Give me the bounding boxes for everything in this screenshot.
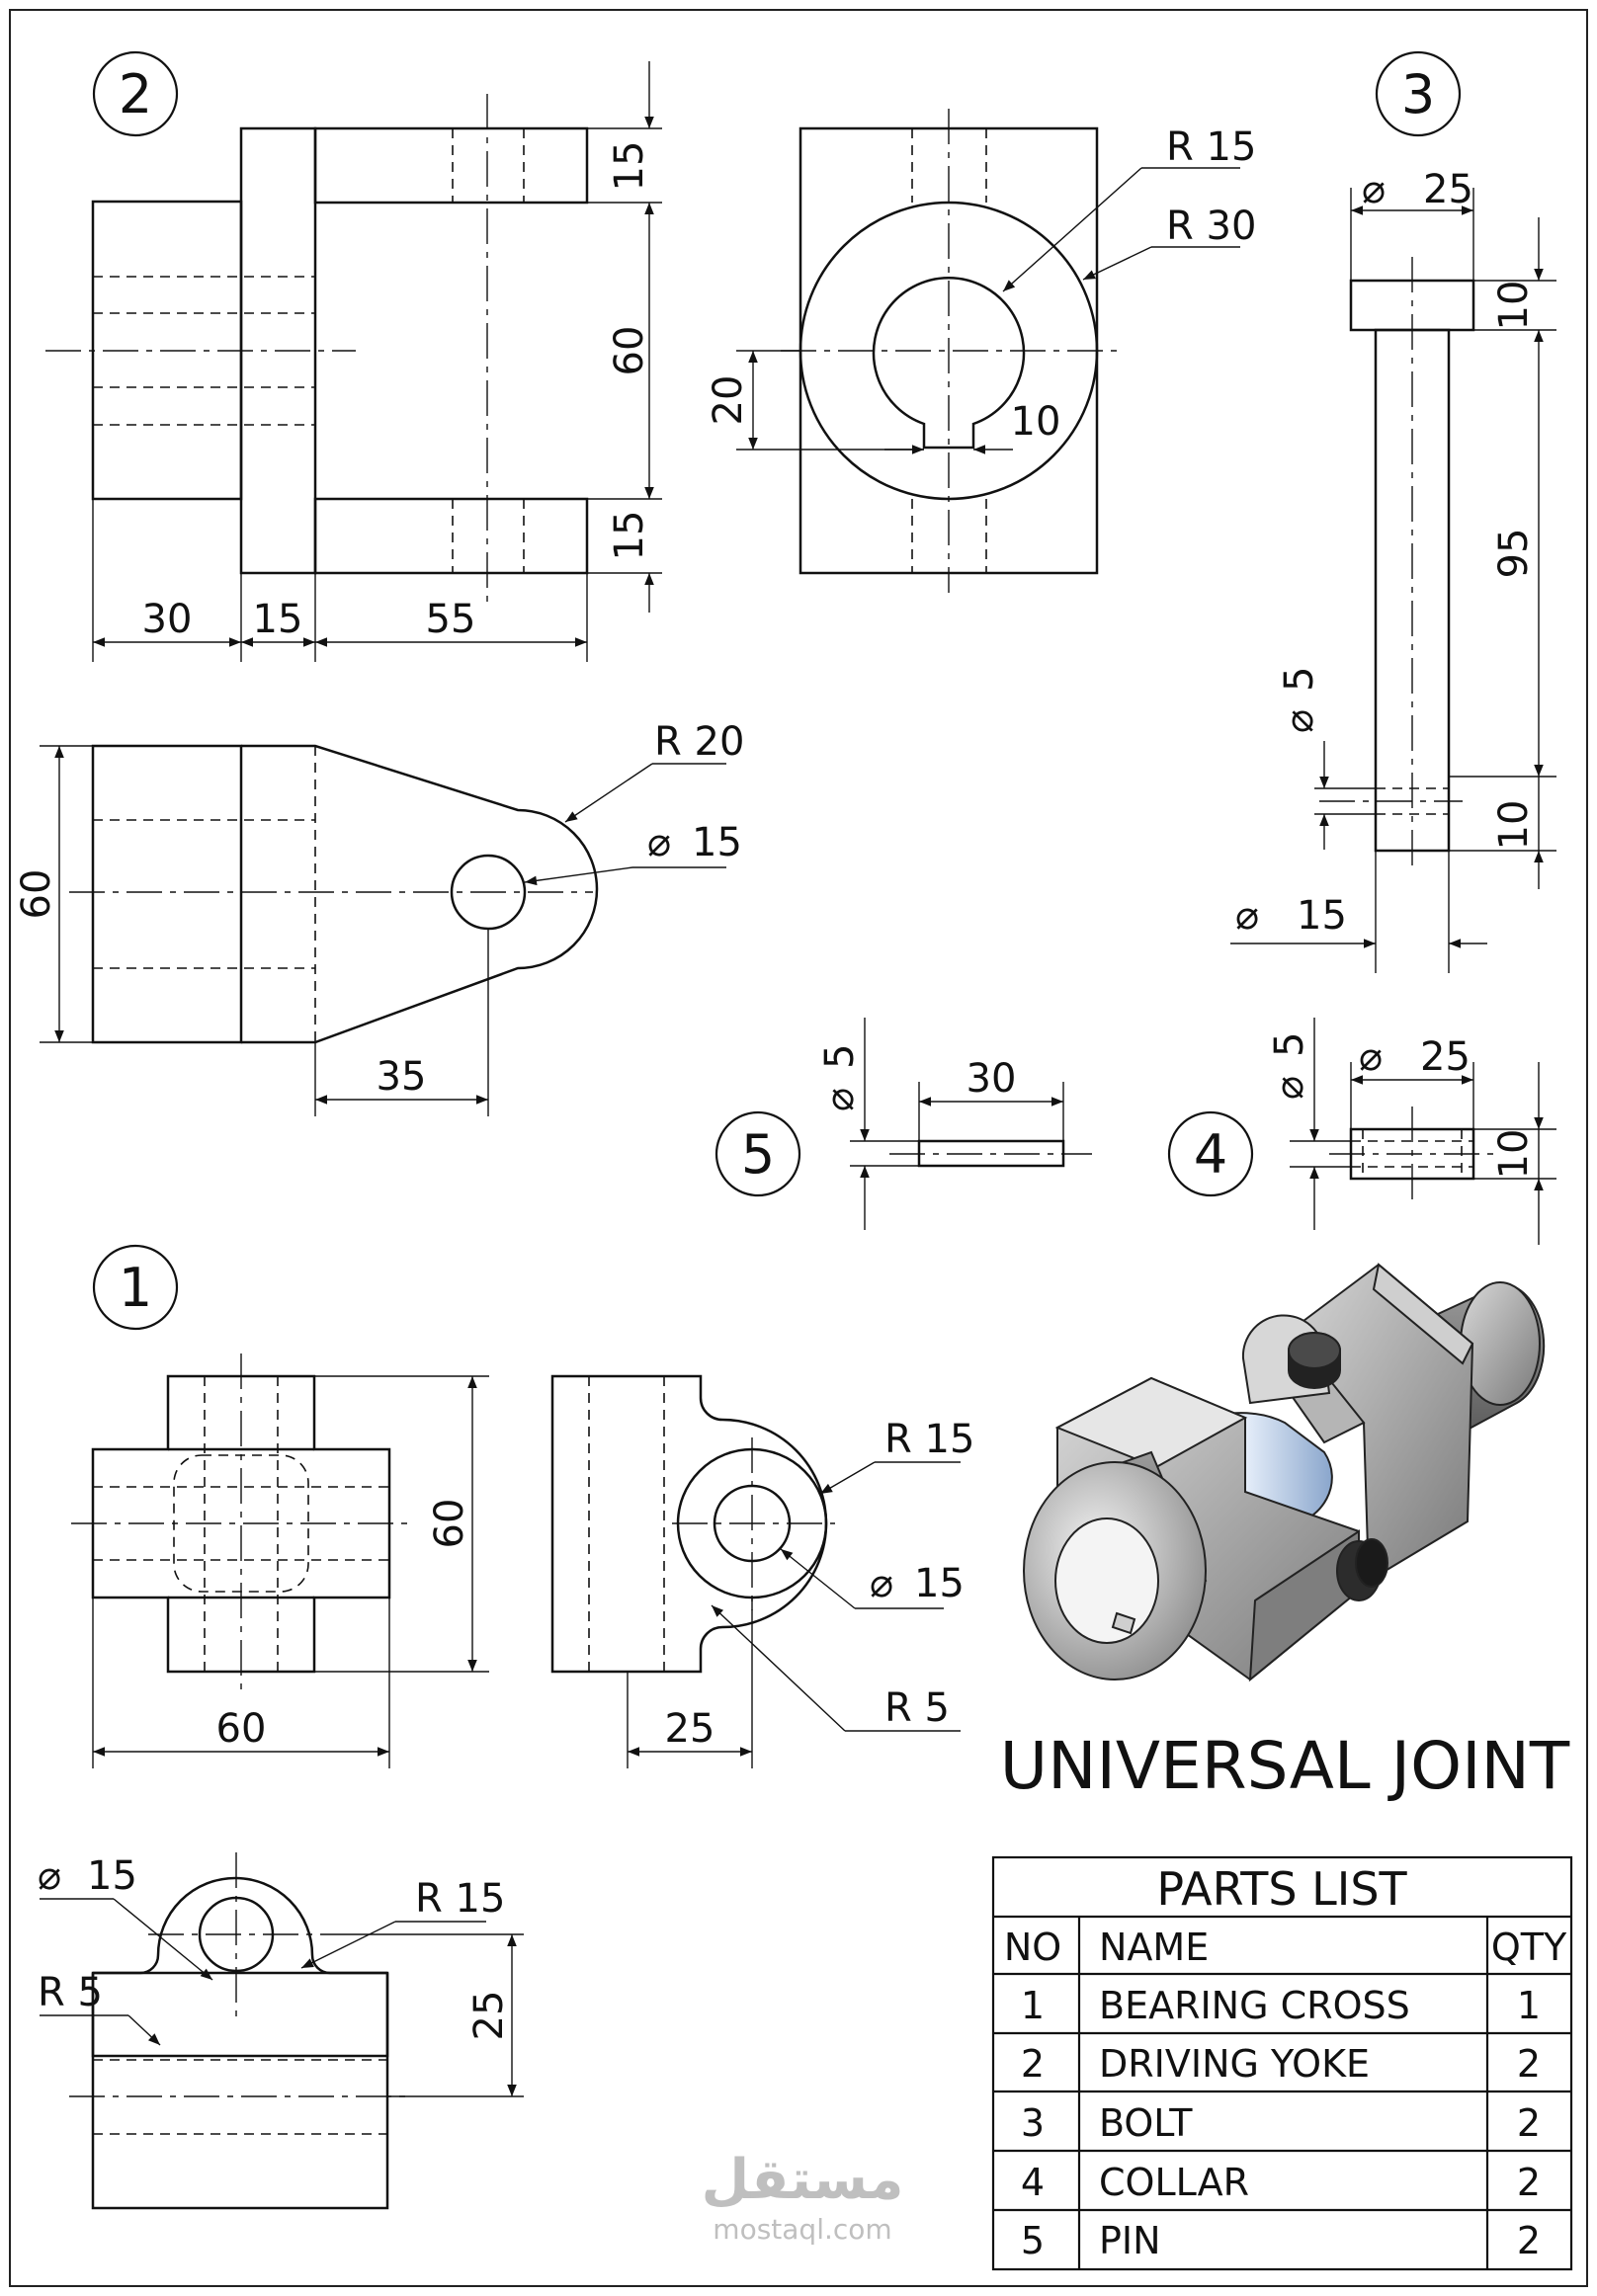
dim-cross-boss-radius: R 15 bbox=[884, 1417, 974, 1462]
dim-yoke-web: 15 bbox=[253, 597, 303, 642]
svg-text:mostaql.com: mostaql.com bbox=[713, 2213, 891, 2246]
dim-yoke-key-width: 10 bbox=[1011, 399, 1061, 445]
svg-text:25: 25 bbox=[1420, 1034, 1471, 1080]
svg-text:⌀: ⌀ bbox=[817, 1088, 863, 1111]
cross-bore-diameter: ⌀ 15 bbox=[870, 1561, 965, 1606]
parts-list-row-qty: 2 bbox=[1517, 2042, 1541, 2086]
bolt-number: 3 bbox=[1375, 50, 1462, 137]
parts-list-row-name: PIN bbox=[1099, 2219, 1161, 2262]
parts-list-row-no: 2 bbox=[1021, 2042, 1045, 2086]
dim-yoke-key-depth: 20 bbox=[706, 375, 751, 426]
dim-bolt-shank-length: 95 bbox=[1491, 529, 1537, 579]
pin-diameter: ⌀ 5 bbox=[817, 1044, 863, 1111]
svg-text:5: 5 bbox=[1267, 1032, 1312, 1057]
collar-view bbox=[1290, 1018, 1556, 1245]
svg-text:15: 15 bbox=[914, 1561, 965, 1606]
cross-side-view bbox=[550, 1374, 961, 1768]
parts-list-row-qty: 2 bbox=[1517, 2219, 1541, 2262]
yoke-front-view bbox=[45, 61, 662, 662]
svg-text:⌀: ⌀ bbox=[870, 1561, 893, 1606]
svg-text:⌀: ⌀ bbox=[1277, 709, 1322, 733]
dim-cross-fillet-radius: R 5 bbox=[884, 1685, 950, 1731]
parts-list-header-name: NAME bbox=[1099, 1926, 1209, 1969]
bolt-shank-diameter: ⌀ 15 bbox=[1235, 893, 1347, 939]
cross-front-view bbox=[71, 1353, 489, 1768]
svg-text:1: 1 bbox=[119, 1257, 152, 1319]
svg-text:⌀: ⌀ bbox=[1359, 1034, 1383, 1080]
dim-cross-bottom-boss-radius: R 15 bbox=[415, 1876, 505, 1922]
dim-yoke-gap: 60 bbox=[607, 326, 652, 376]
dim-yoke-hub-length: 30 bbox=[142, 597, 193, 642]
parts-list-row-qty: 2 bbox=[1517, 2101, 1541, 2145]
dim-yoke-top-width: 60 bbox=[14, 869, 59, 920]
sheet-border bbox=[9, 9, 1588, 2287]
dim-yoke-bottom-flange: 15 bbox=[607, 511, 652, 561]
dim-yoke-lug-radius: R 20 bbox=[654, 719, 744, 765]
parts-list-header-no: NO bbox=[1004, 1926, 1061, 1969]
parts-list-row-no: 4 bbox=[1021, 2161, 1045, 2204]
svg-text:5: 5 bbox=[1277, 667, 1322, 692]
cross-number: 1 bbox=[92, 1244, 179, 1331]
collar-bore-diameter: ⌀ 5 bbox=[1267, 1032, 1312, 1100]
bolt-hole-diameter: ⌀ 5 bbox=[1277, 667, 1322, 733]
parts-list-header-qty: QTY bbox=[1491, 1926, 1567, 1969]
parts-list-row-qty: 1 bbox=[1517, 1984, 1541, 2027]
parts-list-row-name: BOLT bbox=[1099, 2101, 1193, 2145]
parts-list-row-no: 1 bbox=[1021, 1984, 1045, 2027]
svg-text:⌀: ⌀ bbox=[38, 1853, 61, 1899]
dim-yoke-top-flange: 15 bbox=[607, 141, 652, 192]
pin-number: 5 bbox=[714, 1110, 801, 1197]
yoke-hole-diameter: ⌀ 15 bbox=[647, 820, 742, 865]
svg-text:15: 15 bbox=[1297, 893, 1347, 939]
parts-list-row-qty: 2 bbox=[1517, 2161, 1541, 2204]
dim-yoke-lug-offset: 35 bbox=[377, 1054, 427, 1100]
svg-text:3: 3 bbox=[1401, 63, 1435, 125]
pin-view bbox=[850, 1018, 1092, 1230]
bolt-head-diameter: ⌀ 25 bbox=[1362, 167, 1473, 212]
parts-list-title: PARTS LIST bbox=[1156, 1862, 1407, 1916]
dim-bolt-hole-offset: 10 bbox=[1491, 800, 1537, 851]
svg-text:5: 5 bbox=[741, 1123, 775, 1186]
parts-list-row-name: DRIVING YOKE bbox=[1099, 2042, 1370, 2086]
parts-list-row-name: COLLAR bbox=[1099, 2161, 1249, 2204]
dim-cross-boss-offset: 25 bbox=[665, 1706, 715, 1752]
dim-yoke-arm-length: 55 bbox=[426, 597, 476, 642]
yoke-side-view bbox=[736, 109, 1240, 593]
dim-cross-width: 60 bbox=[216, 1706, 267, 1752]
dim-pin-length: 30 bbox=[967, 1056, 1017, 1102]
svg-text:5: 5 bbox=[817, 1044, 863, 1069]
svg-text:15: 15 bbox=[692, 820, 742, 865]
svg-text:⌀: ⌀ bbox=[1235, 893, 1259, 939]
assembly-isometric bbox=[1023, 1263, 1546, 1682]
svg-text:⌀: ⌀ bbox=[1267, 1076, 1312, 1100]
svg-text:⌀: ⌀ bbox=[647, 820, 671, 865]
svg-text:25: 25 bbox=[1423, 167, 1473, 212]
parts-list-row-no: 5 bbox=[1021, 2219, 1045, 2262]
svg-text:مستقل: مستقل bbox=[702, 2148, 904, 2212]
collar-number: 4 bbox=[1167, 1110, 1254, 1197]
dim-cross-bottom-fillet-radius: R 5 bbox=[38, 1970, 103, 2015]
dim-yoke-hub-radius: R 30 bbox=[1166, 204, 1256, 249]
bolt-view bbox=[1230, 188, 1556, 973]
parts-list-row-no: 3 bbox=[1021, 2101, 1045, 2145]
yoke-front-number: 2 bbox=[92, 50, 179, 137]
cross-bottom-view bbox=[40, 1852, 524, 2210]
dim-cross-bottom-offset: 25 bbox=[466, 1991, 512, 2041]
svg-text:⌀: ⌀ bbox=[1362, 167, 1386, 212]
assembly-title: UNIVERSAL JOINT bbox=[1000, 1728, 1570, 1804]
cross-bottom-bore-diameter: ⌀ 15 bbox=[38, 1853, 137, 1899]
dim-yoke-bore-radius: R 15 bbox=[1166, 124, 1256, 170]
watermark: مستقل mostaql.com bbox=[702, 2148, 904, 2246]
svg-text:2: 2 bbox=[119, 63, 152, 125]
dim-bolt-head-height: 10 bbox=[1491, 281, 1537, 331]
svg-text:4: 4 bbox=[1194, 1123, 1227, 1186]
yoke-top-view bbox=[40, 744, 726, 1116]
collar-outer-diameter: ⌀ 25 bbox=[1359, 1034, 1471, 1080]
dim-cross-height: 60 bbox=[427, 1499, 472, 1549]
dim-collar-width: 10 bbox=[1491, 1129, 1537, 1180]
svg-text:15: 15 bbox=[87, 1853, 137, 1899]
parts-list-table bbox=[991, 1855, 1573, 2271]
parts-list-row-name: BEARING CROSS bbox=[1099, 1984, 1410, 2027]
